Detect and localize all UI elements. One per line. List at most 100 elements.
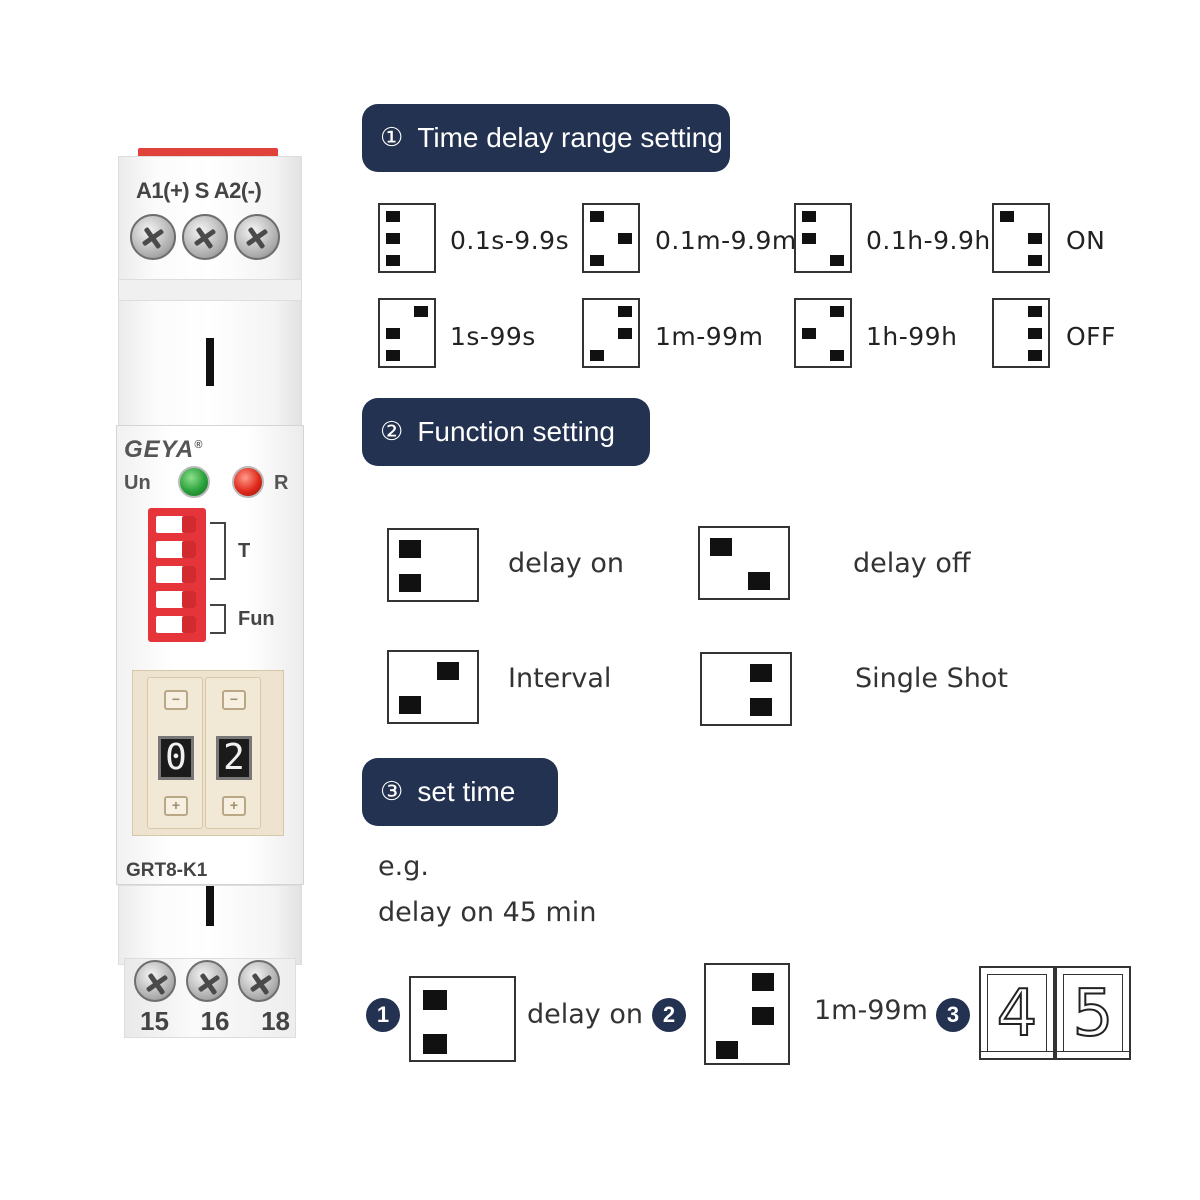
screw-icon[interactable] <box>130 214 176 260</box>
screw-icon[interactable] <box>234 214 280 260</box>
range-switch-pattern <box>582 298 640 368</box>
switch-position-mark <box>618 328 632 339</box>
switch-position-mark <box>802 233 816 244</box>
switch-position-mark <box>1028 233 1042 244</box>
step-3-digit-tens: 4 <box>979 966 1055 1060</box>
dip-switch-4[interactable] <box>156 591 196 608</box>
range-switch-pattern <box>992 298 1050 368</box>
t-brace <box>210 522 226 580</box>
step-1-switch-pattern <box>409 976 516 1062</box>
switch-position-mark <box>386 211 400 222</box>
range-label: 0.1h-9.9h <box>866 226 991 255</box>
range-label: 1h-99h <box>866 322 958 351</box>
switch-position-mark <box>750 698 772 716</box>
switch-position-mark <box>802 211 816 222</box>
example-intro: e.g. <box>378 851 429 882</box>
screw-icon[interactable] <box>134 960 176 1002</box>
switch-position-mark <box>386 350 400 361</box>
step-3-badge: 3 <box>936 998 970 1032</box>
units-minus-button[interactable]: − <box>222 690 246 710</box>
tens-plus-button[interactable]: + <box>164 796 188 816</box>
switch-position-mark <box>399 696 421 714</box>
switch-position-mark <box>1028 328 1042 339</box>
top-screw-row <box>130 214 280 260</box>
step-2-label: 1m-99m <box>814 995 928 1026</box>
bottom-screw-row <box>134 960 280 1002</box>
relay-led-icon <box>232 466 264 498</box>
switch-position-mark <box>590 211 604 222</box>
range-switch-pattern <box>794 203 852 273</box>
step-2-switch-pattern <box>704 963 790 1065</box>
screw-icon[interactable] <box>238 960 280 1002</box>
switch-position-mark <box>750 664 772 682</box>
function-label: delay off <box>853 548 971 579</box>
dial-units: − 2 + <box>205 677 261 829</box>
model-label: GRT8-K1 <box>126 860 208 881</box>
switch-position-mark <box>830 255 844 266</box>
range-label: 1m-99m <box>655 322 764 351</box>
switch-position-mark <box>399 540 421 558</box>
section-set-time-header: ③ set time <box>362 758 558 826</box>
section-function-header: ② Function setting <box>362 398 650 466</box>
switch-position-mark <box>1000 211 1014 222</box>
dip-switch-1[interactable] <box>156 516 196 533</box>
range-switch-pattern <box>378 203 436 273</box>
function-switch-pattern <box>698 526 790 600</box>
switch-position-mark <box>590 255 604 266</box>
switch-position-mark <box>618 233 632 244</box>
dial-tens: − 0 + <box>147 677 203 829</box>
range-switch-pattern <box>582 203 640 273</box>
range-label: 0.1m-9.9m <box>655 226 797 255</box>
switch-position-mark <box>830 350 844 361</box>
function-switch-pattern <box>387 650 479 724</box>
range-label: OFF <box>1066 322 1116 351</box>
led-un-label: Un <box>124 472 151 494</box>
din-slot-mark <box>206 338 214 386</box>
step-1-label: delay on <box>527 999 643 1030</box>
range-label: 0.1s-9.9s <box>450 226 570 255</box>
dip-switch-block <box>148 508 206 642</box>
device-neck <box>118 280 302 300</box>
function-label: delay on <box>508 548 624 579</box>
top-terminal-labels: A1(+) S A2(-) <box>136 178 262 203</box>
switch-position-mark <box>386 255 400 266</box>
dip-fun-label: Fun <box>238 608 275 630</box>
dip-switch-3[interactable] <box>156 566 196 583</box>
screw-icon[interactable] <box>182 214 228 260</box>
range-switch-pattern <box>794 298 852 368</box>
range-switch-pattern <box>992 203 1050 273</box>
time-dial-box: − 0 + − 2 + <box>132 670 284 836</box>
tens-digit: 0 <box>158 736 194 780</box>
fun-brace <box>210 604 226 634</box>
units-plus-button[interactable]: + <box>222 796 246 816</box>
function-switch-pattern <box>700 652 792 726</box>
switch-position-mark <box>1028 306 1042 317</box>
switch-position-mark <box>437 662 459 680</box>
function-label: Interval <box>508 663 612 694</box>
step-3-digit-units: 5 <box>1055 966 1131 1060</box>
range-switch-pattern <box>378 298 436 368</box>
led-r-label: R <box>274 472 289 494</box>
led-indicator-row: Un R <box>124 466 294 502</box>
switch-position-mark <box>802 328 816 339</box>
dip-switch-2[interactable] <box>156 541 196 558</box>
brand-logo: GEYA® <box>124 436 204 463</box>
example-description: delay on 45 min <box>378 897 597 928</box>
units-digit: 2 <box>216 736 252 780</box>
screw-icon[interactable] <box>186 960 228 1002</box>
step-1-badge: 1 <box>366 998 400 1032</box>
din-slot-mark-lower <box>206 886 214 926</box>
dip-switch-5[interactable] <box>156 616 196 633</box>
bottom-terminal-labels: 15 16 18 <box>140 1006 290 1036</box>
switch-position-mark <box>1028 350 1042 361</box>
step-2-badge: 2 <box>652 998 686 1032</box>
tens-minus-button[interactable]: − <box>164 690 188 710</box>
range-label: 1s-99s <box>450 322 536 351</box>
switch-position-mark <box>710 538 732 556</box>
switch-position-mark <box>618 306 632 317</box>
switch-position-mark <box>590 350 604 361</box>
switch-position-mark <box>830 306 844 317</box>
timer-relay-device: A1(+) S A2(-) GEYA® Un R T Fun − 0 + − 2… <box>110 140 310 1040</box>
power-led-icon <box>178 466 210 498</box>
range-label: ON <box>1066 226 1106 255</box>
